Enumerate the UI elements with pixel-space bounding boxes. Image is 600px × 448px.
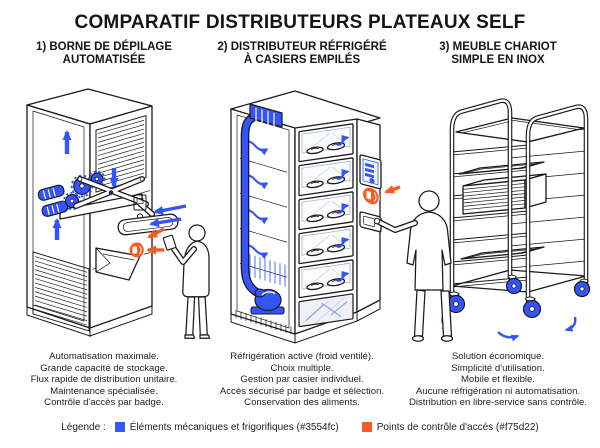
motion-arrow-middle	[497, 331, 520, 342]
badge-arrow-1	[147, 227, 165, 239]
fridge-plinth	[230, 301, 381, 344]
compressor-icon	[250, 288, 285, 315]
locker-row	[298, 123, 354, 163]
illustration-inox-trolley	[441, 98, 591, 342]
lower-stack-frame	[32, 251, 90, 332]
locker-row	[298, 191, 354, 231]
badge-card-icon	[162, 234, 177, 251]
caster-wheel-front-right	[522, 296, 542, 319]
cursor-hand-icon	[369, 178, 375, 184]
illustration-refrigerated-distributor	[230, 90, 401, 344]
legend-swatch-blue-icon	[114, 422, 125, 433]
legend-swatch-orange-icon	[361, 422, 372, 433]
depiler-mechanism-icon	[37, 170, 155, 220]
exit-chute	[95, 247, 141, 281]
person-figure-1	[162, 224, 211, 339]
tray-stack	[462, 173, 547, 215]
column-headings: 1) BORNE DE DÉPILAGE AUTOMATISÉE 2) DIST…	[0, 41, 600, 67]
caster-wheel-back-right	[573, 278, 591, 298]
tray-on-rail-2	[460, 246, 545, 260]
column-heading-1: 1) BORNE DE DÉPILAGE AUTOMATISÉE	[35, 41, 173, 66]
person-figure-2	[373, 190, 454, 342]
feature-lists: Automatisation maximale. Grande capacité…	[0, 351, 600, 409]
legend-item-label: Éléments mécaniques et frigorifiques (#3…	[129, 421, 339, 433]
badge-arrow-3	[384, 185, 401, 194]
illustration-automated-dispenser	[26, 88, 187, 337]
motion-arrow-right	[564, 316, 577, 332]
feature-list-3: Solution économique. Simplicité d'utilis…	[408, 351, 588, 409]
locker-row	[298, 259, 354, 299]
scissor-lift-icon	[73, 176, 155, 217]
comparison-illustration	[26, 88, 591, 344]
locker-row	[298, 157, 354, 197]
cabinet-plinth	[26, 306, 153, 337]
column-heading-2: 2) DISTRIBUTEUR RÉFRIGÉRÉ À CASIERS EMPI…	[217, 41, 387, 66]
refrigeration-circuit	[240, 103, 285, 315]
upper-tray-stack	[98, 119, 144, 187]
legend: Légende : Éléments mécaniques et frigori…	[0, 422, 600, 433]
caster-wheel-back-left	[505, 274, 523, 295]
legend-item-mechanical: Éléments mécaniques et frigorifiques (#3…	[114, 421, 339, 433]
access-badge-icon-2	[363, 187, 380, 205]
legend-item-access: Points de contrôle d'accès (#f75d22)	[361, 421, 539, 433]
selection-screen[interactable]	[359, 154, 382, 190]
base-vent	[235, 309, 292, 335]
locker-stack	[298, 123, 354, 328]
locker-row	[298, 225, 354, 265]
tray-on-rail	[458, 161, 545, 175]
feature-list-1: Automatisation maximale. Grande capacité…	[30, 351, 178, 409]
trolley-frame	[449, 98, 589, 303]
lower-tray-stack	[35, 256, 87, 326]
bottom-glass-panel	[298, 293, 354, 328]
tray-in-arrow	[153, 204, 187, 215]
page-title: COMPARATIF DISTRIBUTEURS PLATEAUX SELF	[74, 12, 526, 33]
access-badge-icon	[129, 242, 145, 258]
legend-label: Légende :	[61, 421, 106, 433]
legend-item-label: Points de contrôle d'accès (#f75d22)	[376, 421, 539, 433]
tray-in-arrow-2	[149, 217, 182, 228]
feature-list-2: Réfrigération active (froid ventilé). Ch…	[219, 351, 385, 409]
column-heading-3: 3) MEUBLE CHARIOT SIMPLE EN INOX	[439, 41, 557, 66]
